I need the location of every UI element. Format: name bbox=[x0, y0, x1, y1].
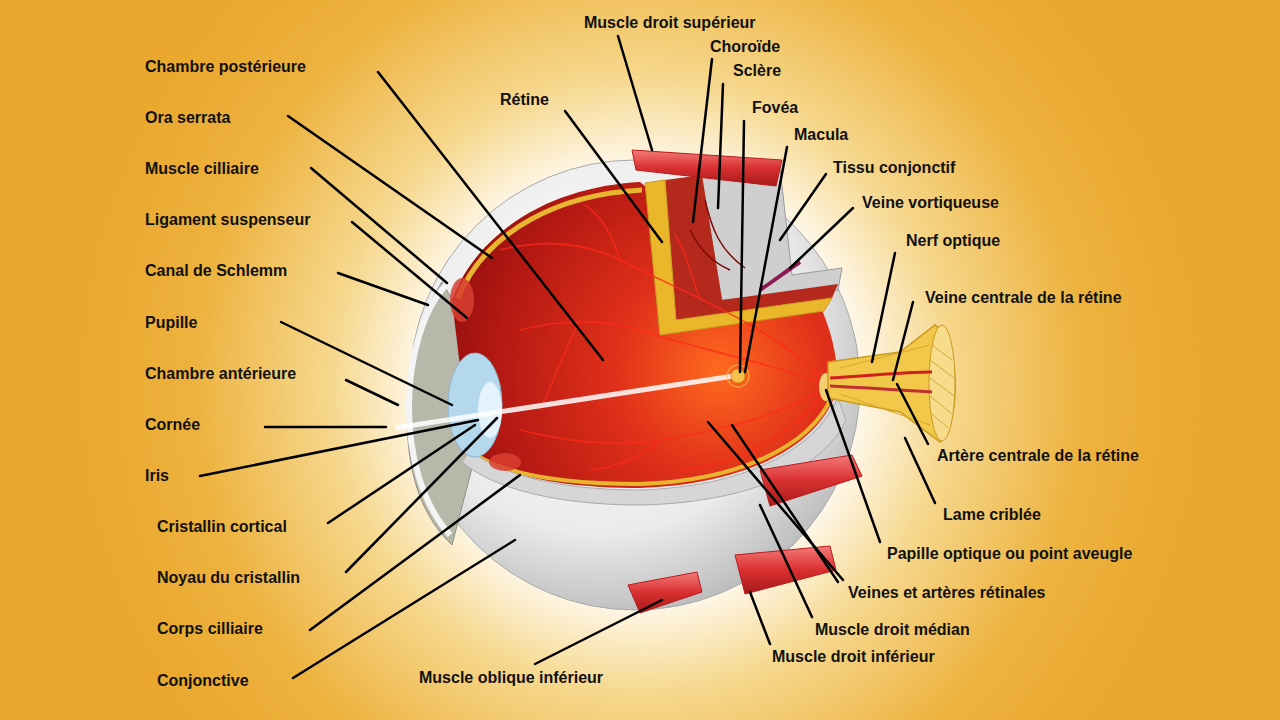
part-label: Papille optique ou point aveugle bbox=[887, 544, 1132, 564]
part-label: Chambre antérieure bbox=[145, 364, 296, 384]
part-label: Ligament suspenseur bbox=[145, 210, 310, 230]
part-label: Cornée bbox=[145, 415, 200, 435]
part-label: Muscle droit médian bbox=[815, 620, 970, 640]
part-label: Pupille bbox=[145, 313, 197, 333]
part-label: Iris bbox=[145, 466, 169, 486]
part-label: Sclère bbox=[733, 61, 781, 81]
part-label: Macula bbox=[794, 125, 848, 145]
part-label: Veine centrale de la rétine bbox=[925, 288, 1122, 308]
part-label: Cristallin cortical bbox=[157, 517, 287, 537]
leader-lines bbox=[200, 36, 935, 678]
part-label: Rétine bbox=[500, 90, 549, 110]
part-label: Muscle cilliaire bbox=[145, 159, 259, 179]
part-label: Veine vortiqueuse bbox=[862, 193, 999, 213]
part-label: Muscle oblique inférieur bbox=[419, 668, 603, 688]
part-label: Fovéa bbox=[752, 98, 798, 118]
part-label: Chambre postérieure bbox=[145, 57, 306, 77]
part-label: Conjonctive bbox=[157, 671, 249, 691]
part-label: Lame criblée bbox=[943, 505, 1041, 525]
part-label: Tissu conjonctif bbox=[833, 158, 955, 178]
part-label: Noyau du cristallin bbox=[157, 568, 300, 588]
part-label: Muscle droit supérieur bbox=[584, 13, 756, 33]
part-label: Veines et artères rétinales bbox=[848, 583, 1045, 603]
part-label: Muscle droit inférieur bbox=[772, 647, 935, 667]
part-label: Ora serrata bbox=[145, 108, 230, 128]
part-label: Choroïde bbox=[710, 37, 780, 57]
part-label: Canal de Schlemm bbox=[145, 261, 287, 281]
part-label: Artère centrale de la rétine bbox=[937, 446, 1139, 466]
part-label: Corps cilliaire bbox=[157, 619, 263, 639]
part-label: Nerf optique bbox=[906, 231, 1000, 251]
